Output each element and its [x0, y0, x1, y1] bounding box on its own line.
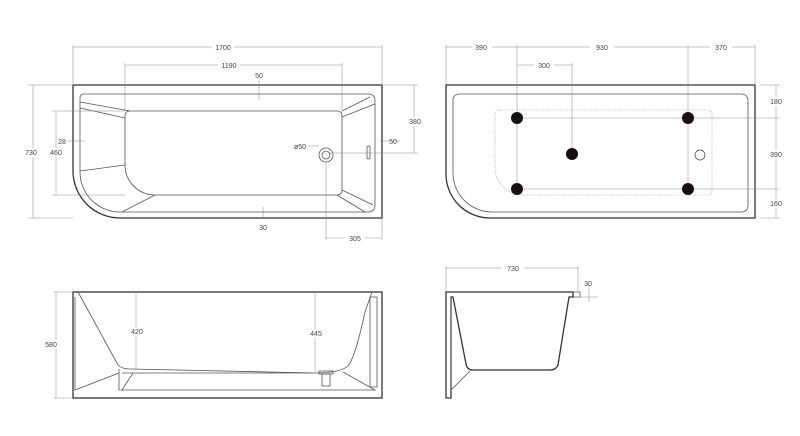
dim-leg-spacing: 930	[596, 45, 608, 52]
dim-overall-length: 1700	[215, 45, 231, 52]
dim-depth-left: 420	[131, 329, 143, 336]
side-view: 580 420 445	[44, 291, 383, 399]
top-view: 1700 1190 50 730 460 28 30 380 50 ø50 30…	[23, 43, 424, 243]
dim-drain-offset-y: 380	[409, 119, 421, 126]
support-leg	[566, 148, 578, 160]
drain-position-icon	[694, 149, 706, 161]
dim-center-leg-offset: 300	[538, 63, 550, 70]
dim-bottom-offset: 160	[770, 201, 782, 208]
support-leg	[511, 112, 523, 124]
dim-rim-bottom: 30	[259, 225, 267, 232]
dim-overflow-offset: 50	[389, 139, 397, 146]
dim-right-offset: 370	[715, 45, 727, 52]
dim-basin-length: 1190	[221, 63, 236, 70]
drain-icon	[318, 147, 334, 163]
dim-drain-diameter: ø50	[294, 144, 306, 151]
dim-drain-offset-x: 305	[349, 236, 361, 243]
support-leg	[511, 183, 523, 195]
support-leg	[682, 183, 694, 195]
drain-fitting-icon	[318, 370, 334, 387]
dim-leg-depth-spacing: 390	[770, 152, 782, 159]
dim-overall-width: 730	[25, 150, 37, 157]
dim-end-width: 730	[507, 266, 519, 273]
support-leg	[682, 112, 694, 124]
dim-rim-thickness: 30	[584, 281, 592, 288]
overflow-icon	[366, 145, 371, 160]
dim-basin-width: 460	[50, 150, 62, 157]
end-view: 730 30	[445, 264, 598, 399]
dim-top-offset: 180	[770, 99, 782, 106]
dim-height: 580	[45, 342, 57, 349]
dim-depth-right: 445	[310, 331, 322, 338]
dim-left-offset: 390	[475, 45, 487, 52]
support-view: 390 930 370 300 180 390 160	[445, 43, 785, 219]
dim-rim-left: 28	[58, 139, 66, 146]
dim-rim-top: 50	[255, 73, 263, 80]
